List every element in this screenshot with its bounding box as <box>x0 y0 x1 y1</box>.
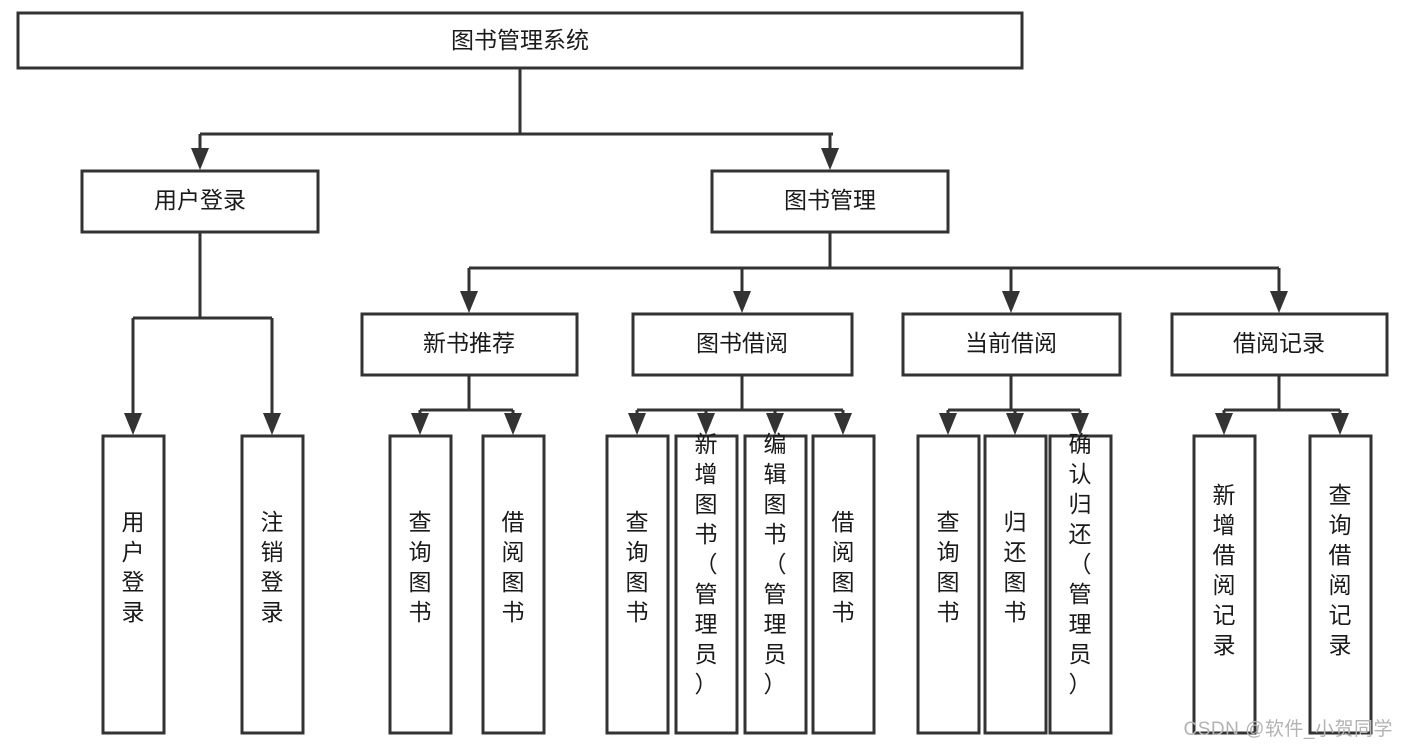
leaf-bb-borrow-book-box <box>811 434 876 735</box>
node-new-book-recommend[interactable]: 新书推荐 <box>360 312 579 377</box>
leaf-bb-borrow-book[interactable]: 借阅图书 <box>811 434 876 735</box>
arrowhead-br-add-record <box>1215 413 1233 435</box>
arrowhead-user-login <box>191 148 209 170</box>
node-current-borrow-label: 当前借阅 <box>965 330 1057 356</box>
node-borrow-record-label: 借阅记录 <box>1233 330 1325 356</box>
leaf-bb-add-book[interactable]: 新增图书（管理员） <box>674 431 739 735</box>
node-borrow-record[interactable]: 借阅记录 <box>1170 312 1389 377</box>
leaf-user-login-box <box>101 434 166 735</box>
arrowhead-cb-return-book <box>1006 413 1024 435</box>
node-book-management-box <box>710 169 950 234</box>
arrowhead-bb-query-book <box>628 413 646 435</box>
leaf-bb-add-book-label: 新增图书（管理员） <box>695 431 718 697</box>
node-user-login-box <box>80 169 320 234</box>
leaf-user-login-label: 用户登录 <box>122 509 145 625</box>
node-book-borrow-label: 图书借阅 <box>696 330 788 356</box>
leaf-cb-confirm-return[interactable]: 确认归还（管理员） <box>1048 431 1113 735</box>
arrowhead-book-mgmt <box>821 148 839 170</box>
leaf-logout-label: 注销登录 <box>261 509 284 625</box>
node-new-book-recommend-box <box>360 312 579 377</box>
arrowhead-current-borrow <box>1002 291 1020 313</box>
leaf-nb-query-book[interactable]: 查询图书 <box>388 434 453 735</box>
leaf-bb-borrow-book-label: 借阅图书 <box>832 509 855 625</box>
connectors-root-to-level2 <box>191 68 839 170</box>
leaf-logout-box <box>240 434 305 735</box>
leaf-bb-edit-book-box <box>743 434 808 735</box>
node-new-book-recommend-label: 新书推荐 <box>423 330 515 356</box>
leaf-br-query-record[interactable]: 查询借阅记录 <box>1308 434 1373 735</box>
leaf-nb-query-book-label: 查询图书 <box>409 509 432 625</box>
arrowhead-book-borrow <box>733 291 751 313</box>
arrowhead-bb-borrow-book <box>834 413 852 435</box>
arrowhead-bb-edit-book <box>766 413 784 435</box>
arrowhead-nb-query-book <box>411 413 429 435</box>
leaf-cb-confirm-return-box <box>1048 434 1113 735</box>
leaf-cb-return-book-box <box>983 434 1048 735</box>
leaf-nb-borrow-book[interactable]: 借阅图书 <box>481 434 546 735</box>
leaf-bb-query-book-label: 查询图书 <box>626 509 649 625</box>
node-book-borrow[interactable]: 图书借阅 <box>631 312 854 377</box>
leaf-cb-return-book[interactable]: 归还图书 <box>983 434 1048 735</box>
leaf-bb-query-book-box <box>605 434 670 735</box>
leaf-nb-borrow-book-box <box>481 434 546 735</box>
leaf-br-add-record[interactable]: 新增借阅记录 <box>1192 434 1257 735</box>
arrowhead-nb-borrow-book <box>504 413 522 435</box>
arrowhead-leaf-logout <box>263 413 281 435</box>
node-current-borrow[interactable]: 当前借阅 <box>901 312 1122 377</box>
node-user-login[interactable]: 用户登录 <box>80 169 320 234</box>
node-borrow-record-box <box>1170 312 1389 377</box>
node-book-management-label: 图书管理 <box>784 187 876 213</box>
leaf-br-add-record-label: 新增借阅记录 <box>1213 482 1236 658</box>
connectors-user-login-children <box>124 232 281 435</box>
leaf-bb-edit-book-label: 编辑图书（管理员） <box>764 431 787 697</box>
leaf-bb-edit-book[interactable]: 编辑图书（管理员） <box>743 431 808 735</box>
leaf-cb-query-book[interactable]: 查询图书 <box>916 434 981 735</box>
leaf-cb-query-book-label: 查询图书 <box>937 509 960 625</box>
node-book-borrow-box <box>631 312 854 377</box>
leaf-nb-borrow-book-label: 借阅图书 <box>502 509 525 625</box>
connectors-current-borrow-children <box>939 375 1089 435</box>
connectors-new-book-children <box>411 375 522 435</box>
leaf-logout[interactable]: 注销登录 <box>240 434 305 735</box>
node-root-system-label: 图书管理系统 <box>451 27 589 53</box>
arrowhead-new-book <box>460 291 478 313</box>
arrowhead-leaf-user-login <box>124 413 142 435</box>
leaf-bb-add-book-box <box>674 434 739 735</box>
leaf-br-query-record-box <box>1308 434 1373 735</box>
leaf-cb-query-book-box <box>916 434 981 735</box>
leaf-cb-confirm-return-label: 确认归还（管理员） <box>1069 431 1092 697</box>
connectors-borrow-record-children <box>1215 375 1349 435</box>
node-root-system[interactable]: 图书管理系统 <box>16 11 1024 70</box>
leaf-user-login[interactable]: 用户登录 <box>101 434 166 735</box>
connectors-book-mgmt-children <box>460 232 1288 313</box>
connectors-book-borrow-children <box>628 375 852 435</box>
arrowhead-cb-confirm-return <box>1071 413 1089 435</box>
leaf-cb-return-book-label: 归还图书 <box>1004 509 1027 625</box>
node-current-borrow-box <box>901 312 1122 377</box>
node-book-management[interactable]: 图书管理 <box>710 169 950 234</box>
arrowhead-borrow-record <box>1270 291 1288 313</box>
node-root-system-box <box>16 11 1024 70</box>
leaf-nb-query-book-box <box>388 434 453 735</box>
node-user-login-label: 用户登录 <box>154 187 246 213</box>
leaf-br-add-record-box <box>1192 434 1257 735</box>
arrowhead-cb-query-book <box>939 413 957 435</box>
arrowhead-br-query-record <box>1331 413 1349 435</box>
leaf-bb-query-book[interactable]: 查询图书 <box>605 434 670 735</box>
arrowhead-bb-add-book <box>697 413 715 435</box>
leaf-br-query-record-label: 查询借阅记录 <box>1329 482 1352 658</box>
